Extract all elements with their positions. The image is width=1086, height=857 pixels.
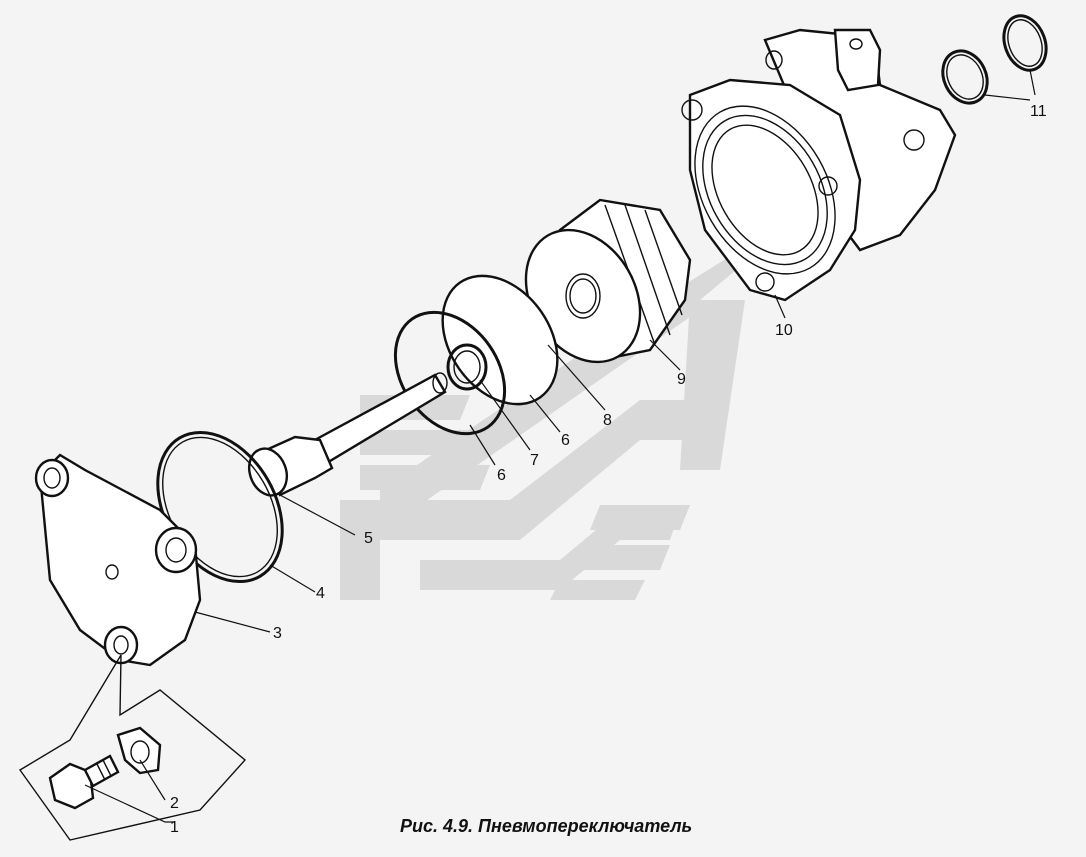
callout-4: 4 xyxy=(316,585,325,602)
callout-10: 10 xyxy=(775,322,793,339)
detail-inset xyxy=(18,654,247,841)
callout-8: 8 xyxy=(603,412,612,429)
callout-5: 5 xyxy=(364,530,373,547)
callout-labels: 1 2 3 4 5 6 6 7 8 9 10 11 xyxy=(170,103,1047,836)
part-9-piston xyxy=(524,198,692,364)
part-11-snap-rings xyxy=(941,14,1048,105)
leader-lines xyxy=(84,69,1036,823)
part-10-housing xyxy=(681,28,957,302)
part-2-lock-washer xyxy=(116,726,162,775)
callout-9: 9 xyxy=(677,371,686,388)
callout-2: 2 xyxy=(170,795,179,812)
part-6-washers xyxy=(393,274,559,436)
part-3-cover xyxy=(34,453,202,667)
figure-caption: Рис. 4.9. Пневмопереключатель xyxy=(400,816,692,836)
part-1-bolt xyxy=(48,754,120,810)
shaft xyxy=(247,372,448,497)
part-7-o-ring xyxy=(446,343,488,391)
callout-7: 7 xyxy=(530,452,539,469)
callout-6-upper: 6 xyxy=(561,432,570,449)
callout-11: 11 xyxy=(1030,103,1047,120)
callout-1: 1 xyxy=(170,819,179,836)
callout-3: 3 xyxy=(273,625,282,642)
callout-6-lower: 6 xyxy=(497,467,506,484)
